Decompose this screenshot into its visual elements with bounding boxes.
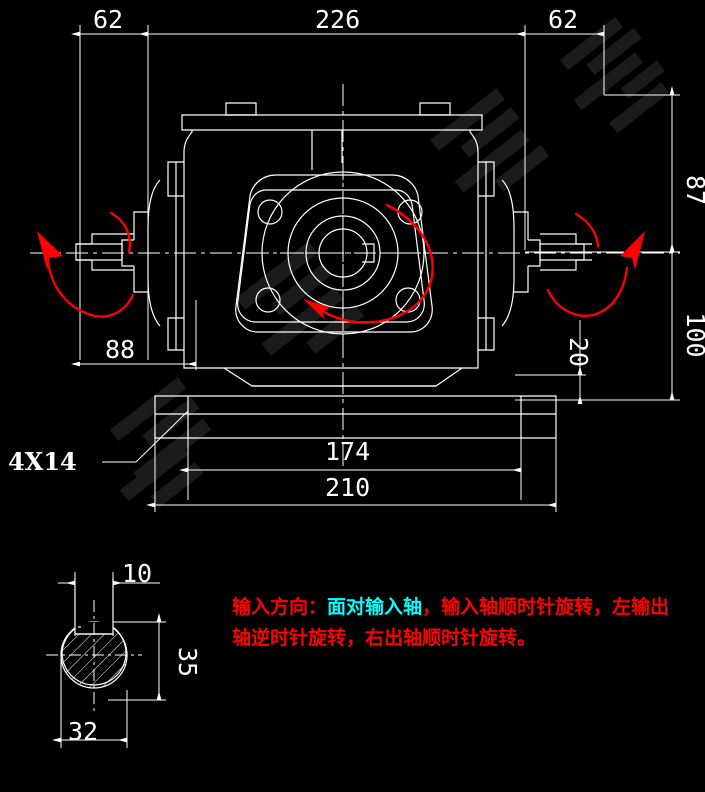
- center-flange-outer: [235, 174, 433, 333]
- dimension-text-group: 62 226 62 87 100 20 88 174 210 10 35 32: [68, 5, 705, 746]
- dim-text-62-right: 62: [548, 5, 578, 34]
- note-highlight: 面对输入轴: [327, 596, 423, 618]
- detail-centerlines: [46, 600, 142, 712]
- callout-text-group: 4X14: [8, 447, 77, 476]
- rotation-arrow-heads: [37, 231, 645, 320]
- flange-centerlines: [255, 166, 432, 340]
- left-arrow-upper-arc: [109, 211, 131, 254]
- center-arrowhead: [303, 299, 330, 320]
- left-shaft-top: [91, 233, 134, 244]
- dim-text-174: 174: [325, 437, 370, 466]
- left-arrowhead: [37, 231, 63, 270]
- dim-88-group: [71, 300, 197, 370]
- leader-slant: [135, 410, 189, 463]
- center-arrow-arc: [316, 203, 434, 324]
- detail-text-32: 32: [68, 717, 98, 746]
- dim-text-87: 87: [681, 175, 705, 205]
- bottom-dimension-group: [146, 396, 557, 512]
- housing-outline: [183, 130, 479, 369]
- left-cap-step-bottom: [133, 266, 148, 293]
- right-cap-step-bottom: [514, 266, 529, 293]
- left-cap-step-top: [133, 211, 148, 240]
- left-shaft-bottom: [91, 260, 134, 271]
- right-cap-step-top: [514, 211, 529, 240]
- bolt-hole-top-left: [257, 199, 283, 225]
- note-prefix: 输入方向：: [232, 596, 328, 618]
- note-suffix: ，输入轴顺时针旋转，左输出轴逆时针旋转，右出轴顺时针旋转。: [232, 596, 670, 649]
- top-cover-plate: [181, 114, 483, 131]
- top-boss-right: [419, 102, 451, 116]
- right-shaft-top: [540, 233, 577, 244]
- left-shaft-end: [76, 243, 92, 261]
- detail-text-35: 35: [173, 647, 202, 677]
- right-arrow-lower-arc: [546, 266, 629, 318]
- dim-text-62-left: 62: [93, 5, 123, 34]
- left-arrow-lower-arc: [46, 260, 135, 318]
- rotation-arrow-group: [46, 203, 629, 324]
- bolt-hole-bottom-left: [255, 287, 281, 313]
- dim-text-88: 88: [105, 335, 135, 364]
- right-shaft-bottom: [540, 260, 577, 271]
- dim-text-226: 226: [315, 5, 360, 34]
- dim-text-20: 20: [564, 337, 593, 367]
- right-dimension-group: [515, 86, 680, 404]
- right-shaft-end: [576, 243, 592, 261]
- watermark: [110, 16, 670, 508]
- left-shaft-keyway: [75, 243, 123, 261]
- input-direction-note: 输入方向：面对输入轴，输入轴顺时针旋转，左输出轴逆时针旋转，右出轴顺时针旋转。: [232, 592, 684, 654]
- dim-text-100: 100: [681, 312, 705, 357]
- right-arrowhead: [620, 231, 645, 270]
- hole-callout-text: 4X14: [8, 447, 77, 476]
- detail-dimension-group: [52, 572, 166, 748]
- right-arrow-upper-arc: [574, 212, 600, 248]
- top-boss-left: [225, 102, 257, 116]
- detail-text-10: 10: [122, 559, 152, 588]
- hole-callout-leader: [102, 410, 189, 463]
- center-flange-outline: [237, 189, 425, 323]
- dim-text-210: 210: [325, 473, 370, 502]
